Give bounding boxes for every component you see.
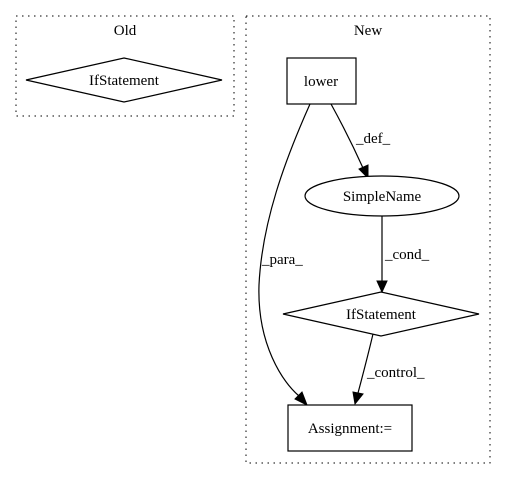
cluster-new-title: New bbox=[354, 23, 382, 39]
edge-def-label: _def_ bbox=[355, 131, 391, 147]
edge-def-arrowhead bbox=[358, 164, 369, 180]
cluster-old: Old bbox=[15, 15, 235, 117]
simplename-label: SimpleName bbox=[343, 189, 422, 205]
cluster-old-frame bbox=[15, 15, 235, 117]
node-assignment[interactable]: Assignment:= bbox=[287, 404, 413, 452]
assignment-label: Assignment:= bbox=[308, 421, 392, 437]
edge-def-line bbox=[330, 103, 364, 169]
new-ifstatement-label: IfStatement bbox=[346, 307, 417, 323]
node-lower[interactable]: lower bbox=[286, 57, 357, 105]
edge-cond: _cond_ bbox=[376, 216, 430, 294]
edge-control-arrowhead bbox=[352, 391, 364, 406]
new-ifstatement-diamond bbox=[282, 291, 480, 337]
node-new-ifstatement[interactable]: IfStatement bbox=[282, 291, 480, 337]
edge-para: _para_ bbox=[258, 103, 311, 407]
edge-control-line bbox=[357, 333, 374, 394]
simplename-ellipse bbox=[304, 175, 460, 217]
node-old-ifstatement[interactable]: IfStatement bbox=[25, 57, 223, 103]
lower-box bbox=[286, 57, 357, 105]
edge-control: _control_ bbox=[352, 333, 425, 406]
edge-def: _def_ bbox=[330, 103, 391, 180]
edge-control-label: _control_ bbox=[366, 365, 425, 381]
cluster-new: New bbox=[245, 15, 491, 464]
assignment-box bbox=[287, 404, 413, 452]
old-ifstatement-label: IfStatement bbox=[89, 73, 160, 89]
edge-cond-arrowhead bbox=[376, 280, 388, 294]
edge-cond-label: _cond_ bbox=[384, 247, 430, 263]
cluster-new-frame bbox=[245, 15, 491, 464]
old-ifstatement-diamond bbox=[25, 57, 223, 103]
cluster-old-title: Old bbox=[114, 23, 137, 39]
edge-para-line bbox=[258, 103, 311, 397]
node-simplename[interactable]: SimpleName bbox=[304, 175, 460, 217]
edge-para-arrowhead bbox=[294, 391, 308, 407]
lower-label: lower bbox=[304, 74, 338, 90]
edge-para-label: _para_ bbox=[261, 252, 303, 268]
